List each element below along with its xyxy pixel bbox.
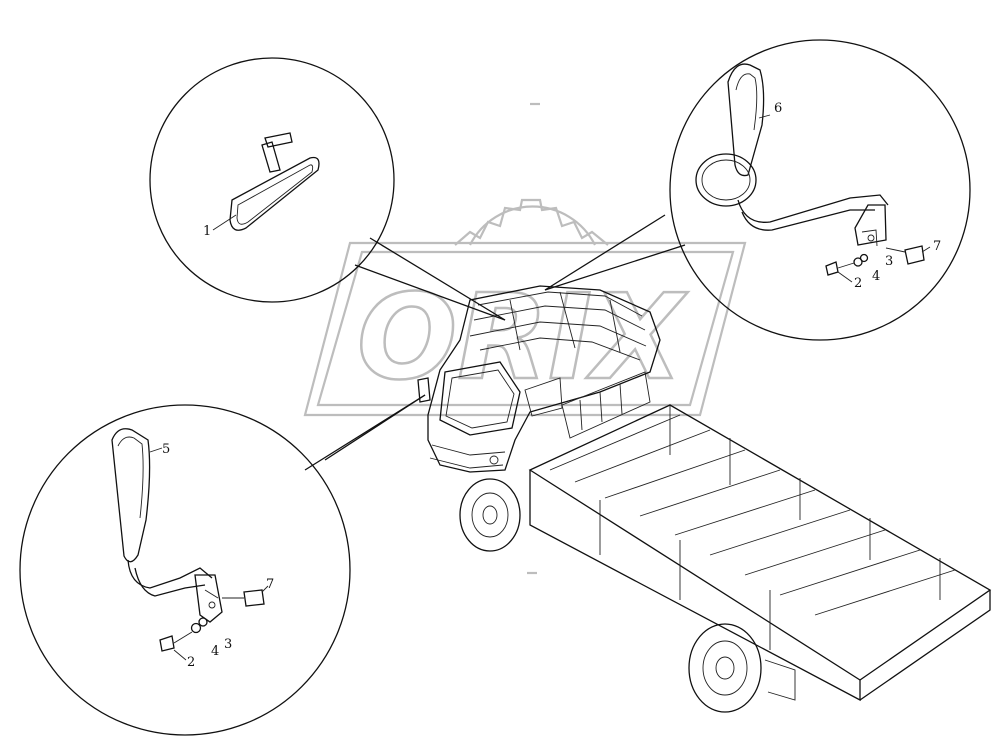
callout-1: 1 bbox=[203, 224, 211, 239]
bolt-7-right bbox=[885, 245, 925, 265]
leader-2-left bbox=[173, 649, 187, 661]
watermark-text: ORIX bbox=[357, 268, 688, 406]
leader-7-left bbox=[261, 585, 269, 593]
truck-illustration bbox=[417, 285, 992, 713]
callout-7-right: 7 bbox=[933, 239, 941, 254]
truck-cab bbox=[417, 285, 661, 473]
watermark-frame-inner bbox=[316, 250, 735, 407]
callout-7-left: 7 bbox=[266, 577, 274, 592]
bolt-7-left bbox=[222, 589, 265, 607]
callout-3-right: 3 bbox=[885, 254, 893, 269]
watermark-gear-icon bbox=[454, 198, 609, 246]
bolt-2-left bbox=[159, 631, 193, 652]
leader-1 bbox=[212, 214, 237, 231]
left-mirror-head bbox=[111, 428, 151, 563]
washers-left bbox=[190, 617, 208, 634]
leader-2-right bbox=[837, 271, 853, 283]
detail-interior-mirror: 1 bbox=[149, 57, 395, 303]
washers-right bbox=[853, 253, 869, 267]
callout-4-right: 4 bbox=[872, 269, 880, 284]
front-wheel bbox=[459, 478, 521, 552]
callout-2-right: 2 bbox=[854, 276, 862, 291]
detail-left-mirror: 5 7 3 4 2 bbox=[19, 404, 351, 736]
callout-5: 5 bbox=[162, 442, 170, 457]
watermark-frame bbox=[303, 241, 747, 417]
right-mirror-head bbox=[727, 63, 765, 177]
leader-7-right bbox=[921, 246, 931, 253]
leader-6 bbox=[758, 114, 771, 119]
watermark-logo: ORIX bbox=[303, 102, 747, 575]
rear-wheel bbox=[688, 623, 796, 713]
right-convex-mirror bbox=[695, 153, 757, 207]
callout-6: 6 bbox=[774, 101, 782, 116]
callout-2-left: 2 bbox=[187, 655, 195, 670]
cargo-bed bbox=[528, 404, 992, 702]
detail-right-mirror: 6 7 3 4 2 bbox=[669, 39, 971, 341]
callout-4-left: 4 bbox=[211, 644, 219, 659]
leader-5 bbox=[149, 447, 163, 453]
leader-lines bbox=[304, 214, 686, 471]
callout-3-left: 3 bbox=[224, 637, 232, 652]
